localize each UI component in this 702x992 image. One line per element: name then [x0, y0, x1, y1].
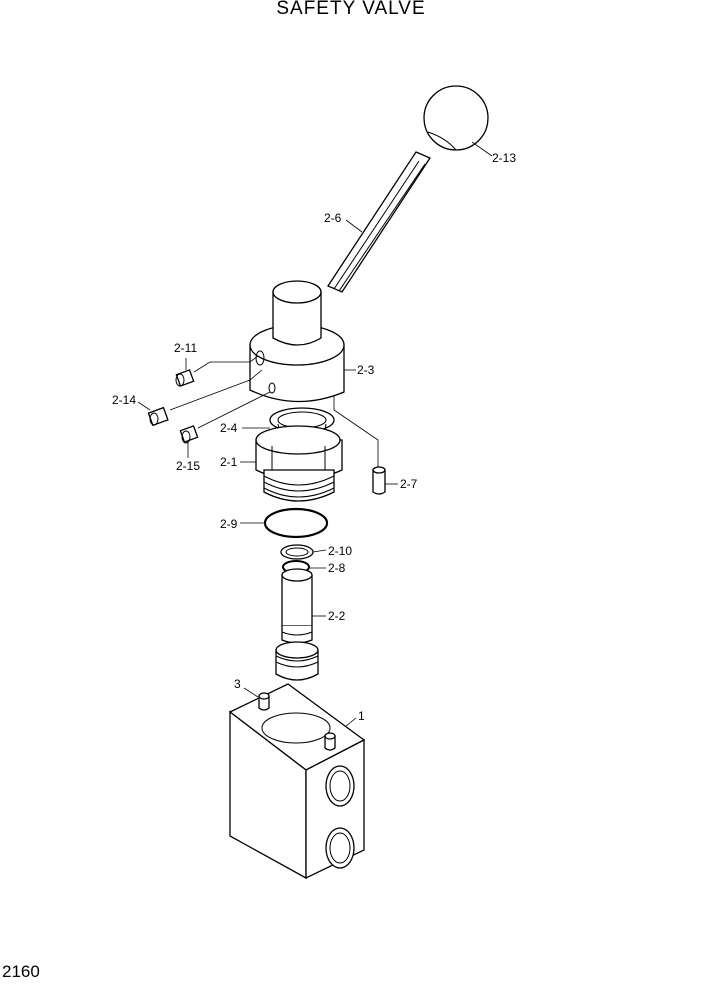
valve-block: [228, 683, 366, 880]
valve-cap: [249, 280, 345, 403]
callout-2-10: 2-10: [328, 544, 352, 558]
callout-2-8: 2-8: [328, 561, 346, 575]
valve-spool: [275, 568, 319, 681]
valve-nut: [255, 425, 343, 502]
callout-2-14: 2-14: [112, 393, 136, 407]
backup-ring-2-10: [280, 544, 314, 560]
callout-2-13: 2-13: [492, 151, 516, 165]
callout-1: 1: [358, 709, 365, 723]
set-screw-2-14: [147, 406, 169, 427]
callout-2-2: 2-2: [328, 609, 346, 623]
callout-2-6: 2-6: [324, 211, 342, 225]
lever-rod: [327, 151, 431, 293]
callout-2-3: 2-3: [357, 363, 375, 377]
diagram-title: SAFETY VALVE: [276, 0, 426, 19]
callout-2-4: 2-4: [220, 421, 238, 435]
o-ring-2-9: [263, 507, 329, 539]
set-screw-2-11: [175, 369, 195, 387]
knob-ball: [423, 85, 489, 151]
callout-2-9: 2-9: [220, 517, 238, 531]
callout-2-1: 2-1: [220, 455, 238, 469]
callout-2-7: 2-7: [400, 477, 418, 491]
dowel-pin: [258, 692, 336, 751]
callout-2-11: 2-11: [174, 341, 197, 355]
set-screw-2-15: [179, 425, 199, 444]
page-number: 2160: [2, 962, 40, 981]
callout-2-15: 2-15: [176, 459, 200, 473]
roll-pin: [372, 466, 386, 495]
callout-3: 3: [234, 677, 241, 691]
